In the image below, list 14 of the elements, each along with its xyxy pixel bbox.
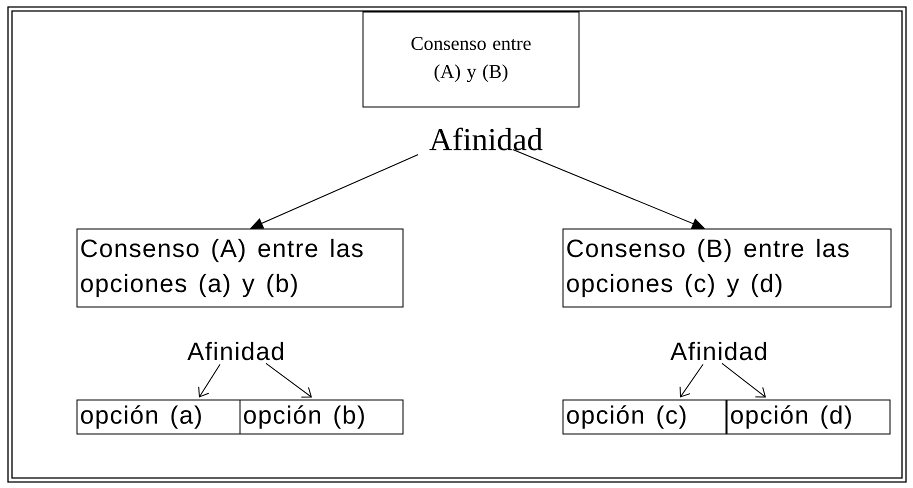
- arrow: [198, 364, 220, 398]
- affinity-label: Afinidad: [187, 342, 284, 360]
- affinity-label: Afinidad: [429, 128, 542, 150]
- option-cell: opción (b): [240, 400, 404, 434]
- arrow: [680, 364, 704, 398]
- process-box: Consenso (B) entre las opciones (c) y (d): [562, 228, 892, 308]
- arrow: [266, 362, 312, 398]
- arrow: [722, 362, 766, 398]
- option-cell: opción (c): [562, 400, 726, 434]
- process-box: Consenso (A) entre las opciones (a) y (b): [76, 228, 404, 308]
- option-cell: opción (a): [76, 400, 240, 434]
- process-box: Consenso entre (A) y (B): [362, 12, 580, 108]
- option-cell: opción (d): [726, 400, 890, 434]
- affinity-label: Afinidad: [670, 342, 766, 360]
